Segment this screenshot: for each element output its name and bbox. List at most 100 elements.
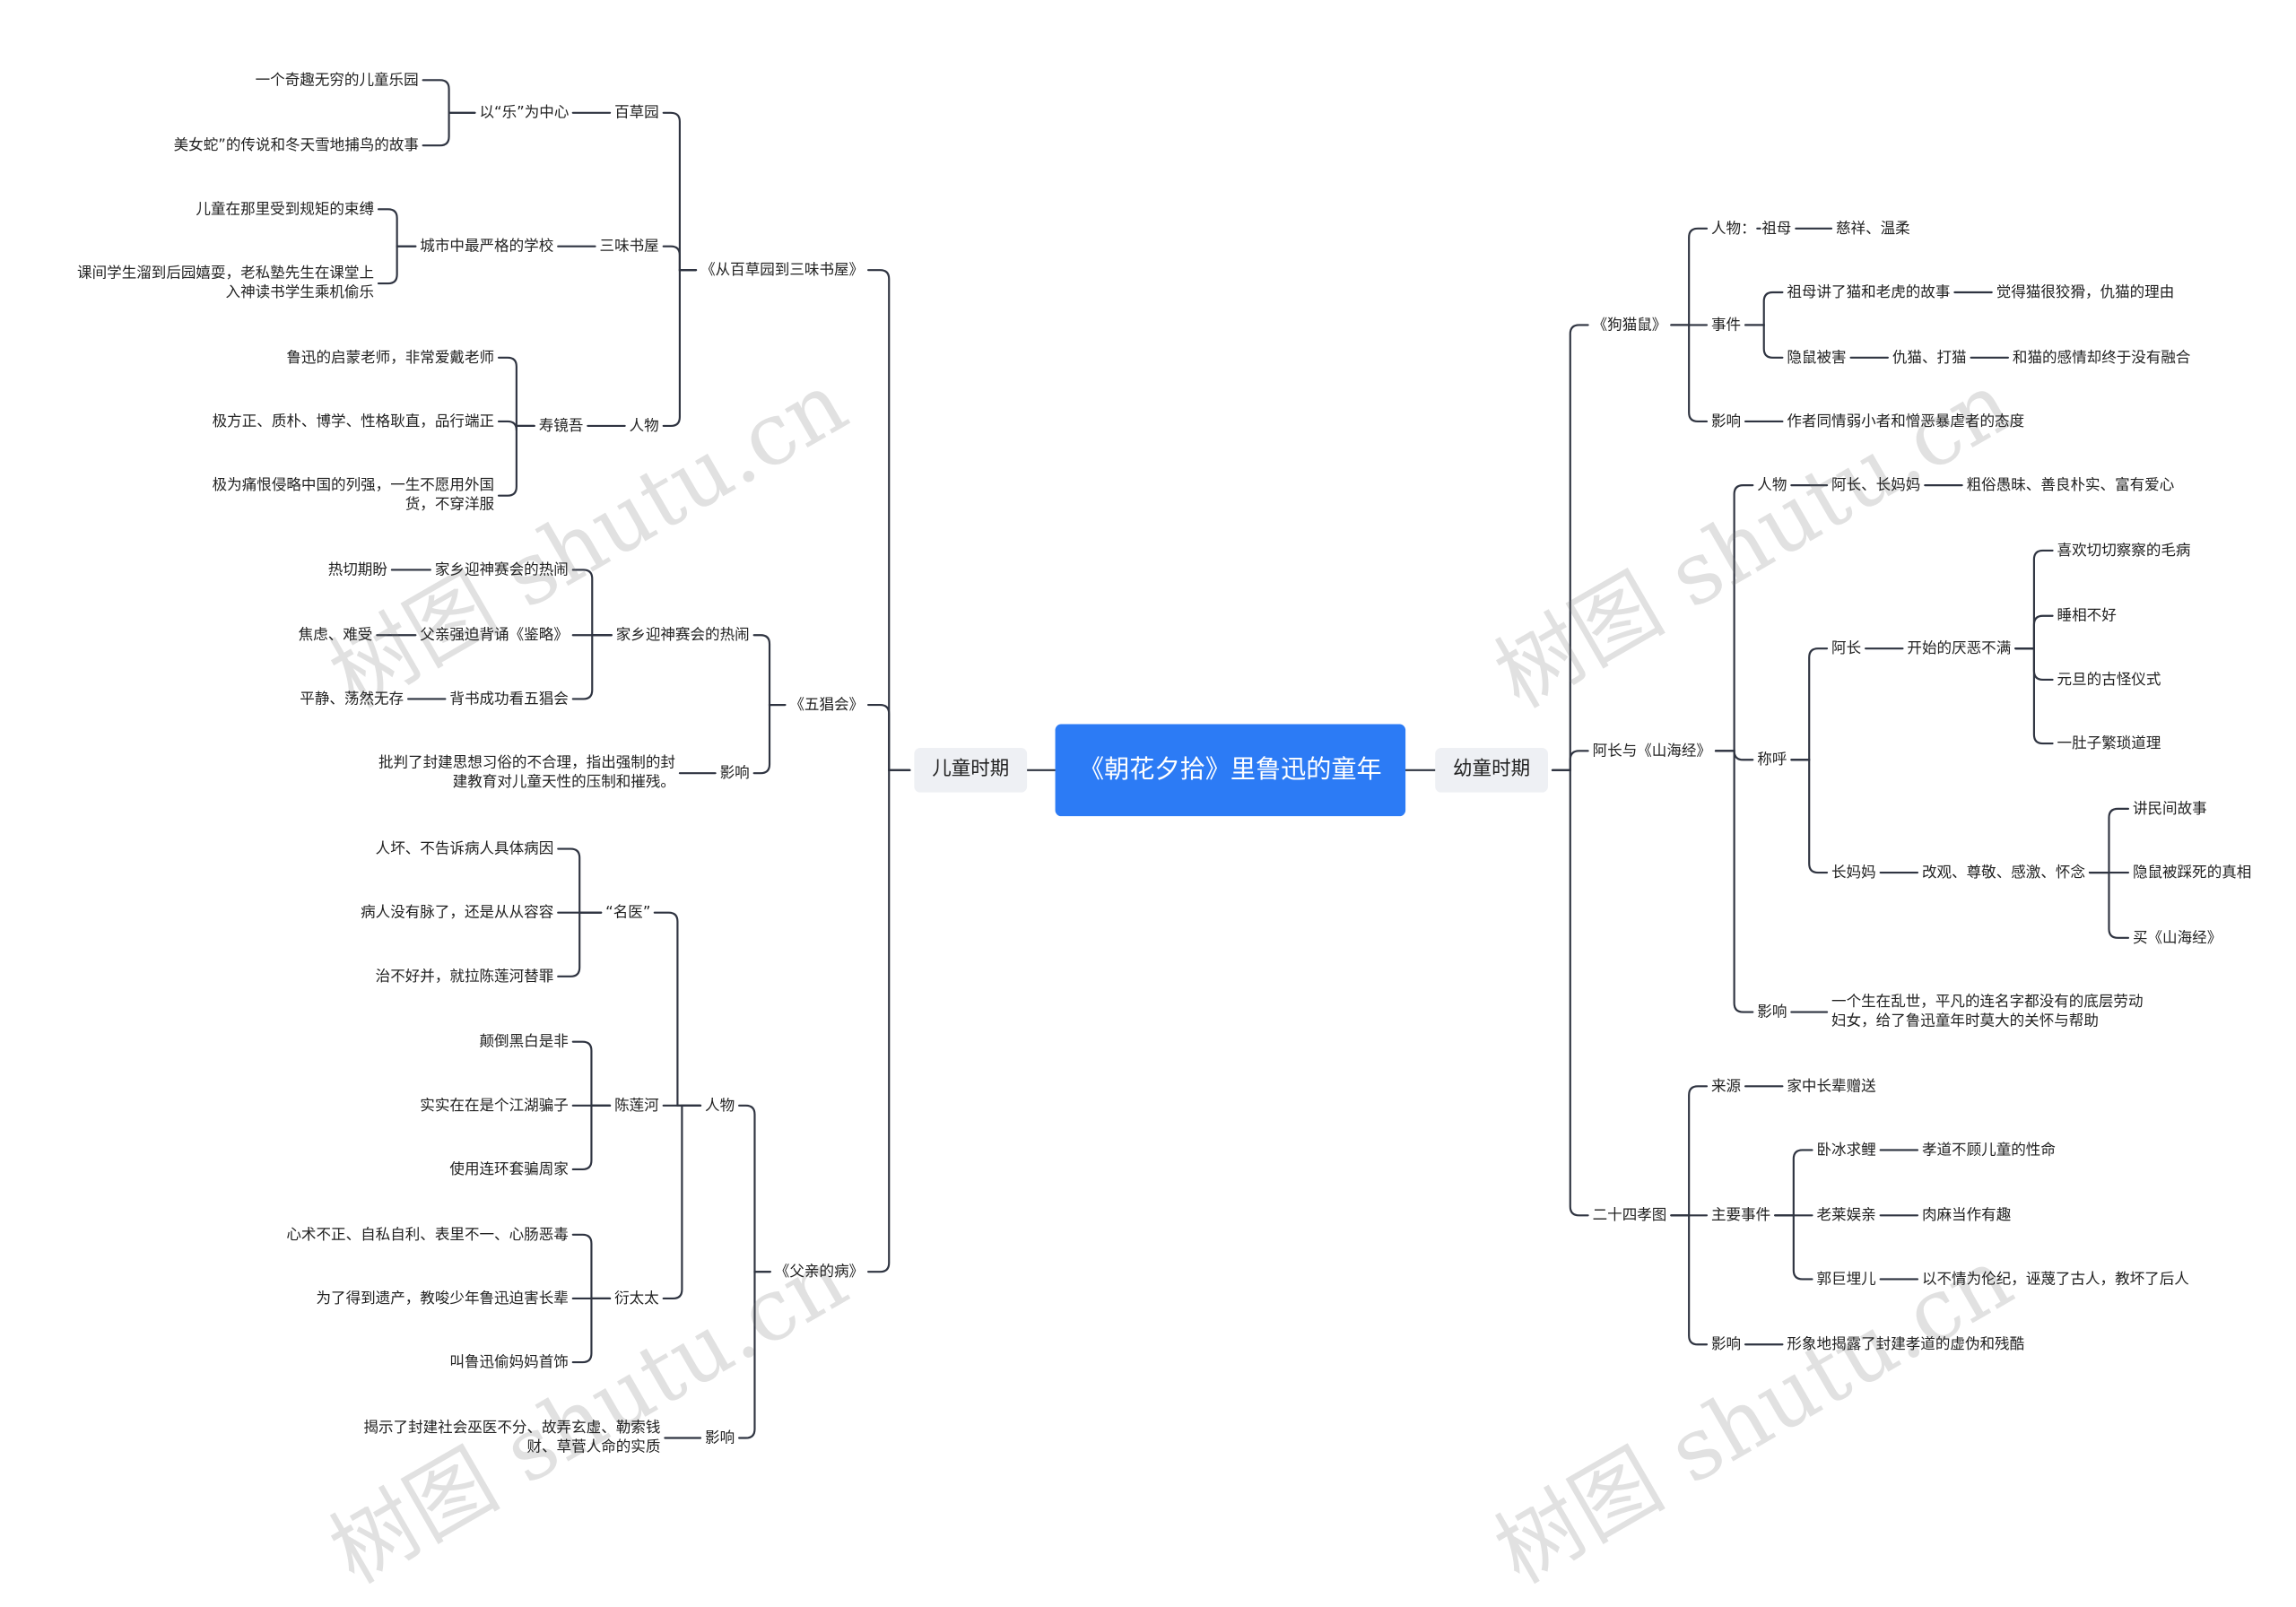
topic-right-es-y[interactable]: 影响 <box>1710 1336 1742 1353</box>
topic-right-es-ly[interactable]: 来源 <box>1710 1078 1742 1095</box>
topic-left-fq-rw[interactable]: 人物 <box>705 1097 735 1114</box>
topic-right-ac-ch-cm-1c[interactable]: 买《山海经》 <box>2132 929 2222 946</box>
connector <box>2088 807 2130 874</box>
topic-right-gm[interactable]: 《狗猫鼠》 <box>1592 317 1667 334</box>
topic-right-ac-ch-ac-1c[interactable]: 元旦的古怪仪式 <box>2057 671 2161 688</box>
topic-left-bc-rw-s-2[interactable]: 极方正、质朴、博学、性格耿直，品行端正 <box>212 413 495 430</box>
topic-left-fq-y-1[interactable]: 揭示了封建社会巫医不分、故弄玄虚、勒索钱财、草菅人命的实质 <box>363 1420 661 1456</box>
connector <box>1670 1214 1709 1346</box>
topic-right-main[interactable]: 幼童时期 <box>1435 748 1548 793</box>
topic-right-gm-sj-2a[interactable]: 仇猫、打猫 <box>1892 349 1967 366</box>
topic-right-gm-sj[interactable]: 事件 <box>1710 317 1742 334</box>
connector <box>1790 759 1829 874</box>
connector <box>1744 324 1784 359</box>
topic-right-gm-rw[interactable]: 人物： <box>1710 220 1756 237</box>
topic-right-ac-ch-ac-1d[interactable]: 一肚子繁琐道理 <box>2057 734 2161 752</box>
topic-left-fq[interactable]: 《父亲的病》 <box>774 1264 865 1281</box>
topic-left-fq-yt-3[interactable]: 叫鲁迅偷妈妈首饰 <box>449 1354 569 1371</box>
topic-right-es-ly-1[interactable]: 家中长辈赠送 <box>1787 1078 1876 1095</box>
topic-right-es[interactable]: 二十四孝图 <box>1592 1207 1667 1224</box>
topic-left-bc-sw-c[interactable]: 城市中最严格的学校 <box>420 238 554 255</box>
topic-left-wc-y-1[interactable]: 批判了封建思想习俗的不合理，指出强制的封建教育对儿童天性的压制和摧残。 <box>378 755 675 792</box>
topic-left-bc[interactable]: 《从百草园到三味书屋》 <box>700 262 865 279</box>
topic-left-bc-rw-s-3[interactable]: 极为痛恨侵略中国的列强，一生不愿用外国货，不穿洋服 <box>212 477 495 514</box>
topic-right-ac[interactable]: 阿长与《山海经》 <box>1592 743 1711 760</box>
topic-left-bc-rw-s-1[interactable]: 鲁迅的启蒙老师，非常爱戴老师 <box>286 349 495 366</box>
connector <box>1714 750 1754 1013</box>
topic-right-ac-ch-cm-1a[interactable]: 讲民间故事 <box>2132 800 2207 817</box>
connector <box>752 703 787 775</box>
topic-right-es-sj-1[interactable]: 卧冰求鲤 <box>1816 1142 1876 1159</box>
topic-left-fq-yt-1[interactable]: 心术不正、自私自利、表里不一、心肠恶毒 <box>286 1226 569 1243</box>
topic-left-fq-ch-3[interactable]: 使用连环套骗周家 <box>449 1160 569 1178</box>
topic-right-ac-rw[interactable]: 人物 <box>1757 477 1787 494</box>
connector <box>752 634 787 707</box>
topic-left-fq-yt[interactable]: 衍太太 <box>614 1290 659 1307</box>
topic-left-fq-ch-1[interactable]: 颠倒黑白是非 <box>479 1033 569 1050</box>
topic-left-wc-r[interactable]: 家乡迎神赛会的热闹 <box>615 627 750 644</box>
topic-left-bc-bcy-c-2[interactable]: 美女蛇”的传说和冬天雪地捕鸟的故事 <box>173 137 419 154</box>
topic-left-fq-my-2[interactable]: 病人没有脉了，还是从从容容 <box>361 904 554 921</box>
connector <box>571 569 613 637</box>
topic-right-ac-ch-ac-1[interactable]: 开始的厌恶不满 <box>1907 640 2012 657</box>
topic-right-gm-rw-1a[interactable]: 慈祥、温柔 <box>1835 220 1910 237</box>
topic-right-gm-sj-1[interactable]: 祖母讲了猫和老虎的故事 <box>1787 283 1951 301</box>
topic-left-fq-my-3[interactable]: 治不好并，就拉陈莲河替罪 <box>375 968 554 985</box>
topic-left-fq-my-1[interactable]: 人坏、不告诉病人具体病因 <box>375 840 554 857</box>
topic-left-wc[interactable]: 《五猖会》 <box>789 696 865 714</box>
topic-left-fq-y[interactable]: 影响 <box>705 1429 735 1446</box>
topic-right-es-y-1[interactable]: 形象地揭露了封建孝道的虚伪和残酷 <box>1787 1336 2025 1353</box>
topic-left-bc-rw-s[interactable]: 寿镜吾 <box>538 417 584 435</box>
connector <box>866 269 911 771</box>
topic-right-gm-rw-1[interactable]: 祖母 <box>1761 220 1792 237</box>
root-topic[interactable]: 《朝花夕拾》里鲁迅的童年 <box>1055 724 1406 817</box>
connector <box>2014 549 2054 650</box>
topic-right-es-sj-3[interactable]: 郭巨埋儿 <box>1816 1271 1876 1288</box>
topic-left-fq-ch-2[interactable]: 实实在在是个江湖骗子 <box>420 1097 569 1114</box>
topic-left-bc-sw-c-1[interactable]: 儿童在那里受到规矩的束缚 <box>196 201 375 218</box>
topic-right-ac-ch-cm[interactable]: 长妈妈 <box>1831 864 1876 882</box>
topic-left-fq-my[interactable]: “名医” <box>605 904 651 921</box>
topic-right-gm-y[interactable]: 影响 <box>1710 413 1742 430</box>
connector <box>866 769 911 1273</box>
topic-right-es-sj[interactable]: 主要事件 <box>1710 1207 1771 1224</box>
topic-right-ac-ch-ac-1a[interactable]: 喜欢切切察察的毛病 <box>2057 542 2191 560</box>
topic-left-bc-sw[interactable]: 三味书屋 <box>599 238 659 255</box>
topic-left-bc-bcy[interactable]: 百草园 <box>614 104 659 121</box>
topic-left-bc-rw[interactable]: 人物 <box>629 417 659 435</box>
topic-left-bc-bcy-c-1[interactable]: 一个奇趣无穷的儿童乐园 <box>255 72 419 89</box>
topic-right-es-sj-2[interactable]: 老莱娱亲 <box>1816 1207 1876 1224</box>
topic-left-bc-bcy-c[interactable]: 以“乐”为中心 <box>479 104 570 121</box>
topic-left-fq-ch[interactable]: 陈莲河 <box>614 1097 659 1114</box>
topic-right-ac-ch-ac-1b[interactable]: 睡相不好 <box>2057 607 2117 624</box>
topic-right-es-sj-2a[interactable]: 肉麻当作有趣 <box>1921 1207 2012 1224</box>
topic-left-wc-r-3a[interactable]: 平静、荡然无存 <box>300 691 404 708</box>
topic-left-bc-sw-c-2[interactable]: 课间学生溜到后园嬉耍，老私塾先生在课堂上入神读书学生乘机偷乐 <box>77 265 375 301</box>
topic-right-ac-ch-cm-1[interactable]: 改观、尊敬、感激、怀念 <box>1921 864 2085 882</box>
topic-left-wc-r-1a[interactable]: 热切期盼 <box>327 561 387 578</box>
topic-right-ac-ch-cm-1b[interactable]: 隐鼠被踩死的真相 <box>2132 864 2252 882</box>
connector <box>377 208 417 248</box>
topic-right-ac-rw-1a[interactable]: 粗俗愚昧、善良朴实、富有爱心 <box>1966 477 2175 494</box>
connector <box>2014 647 2054 745</box>
topic-right-ac-ch-ac[interactable]: 阿长 <box>1831 640 1862 657</box>
topic-right-es-sj-3a[interactable]: 以不情为伦纪，诬蔑了古人，教坏了后人 <box>1921 1271 2189 1288</box>
topic-right-gm-sj-1a[interactable]: 觉得猫很狡猾，仇猫的理由 <box>1996 283 2175 301</box>
topic-left-wc-y[interactable]: 影响 <box>719 765 750 782</box>
topic-left-wc-r-2[interactable]: 父亲强迫背诵《鉴略》 <box>420 627 569 644</box>
topic-left-wc-r-2a[interactable]: 焦虑、难受 <box>298 627 373 644</box>
topic-left-main[interactable]: 儿童时期 <box>914 748 1028 793</box>
topic-left-wc-r-3[interactable]: 背书成功看五猖会 <box>449 691 569 708</box>
topic-right-es-sj-1a[interactable]: 孝道不顾儿童的性命 <box>1921 1142 2056 1159</box>
connector <box>662 245 698 272</box>
topic-right-gm-sj-2[interactable]: 隐鼠被害 <box>1787 349 1847 366</box>
topic-left-wc-r-1[interactable]: 家乡迎神赛会的热闹 <box>434 561 569 578</box>
topic-right-gm-y-1[interactable]: 作者同情弱小者和憎恶暴虐者的态度 <box>1787 413 2025 430</box>
topic-right-ac-y[interactable]: 影响 <box>1757 1003 1787 1021</box>
topic-right-ac-y-1[interactable]: 一个生在乱世，平凡的连名字都没有的底层劳动妇女，给了鲁迅童年时莫大的关怀与帮助 <box>1831 994 2144 1030</box>
topic-right-gm-sj-2b[interactable]: 和猫的感情却终于没有融合 <box>2012 349 2191 366</box>
connector <box>1670 227 1709 326</box>
topic-right-ac-rw-1[interactable]: 阿长、长妈妈 <box>1831 477 1921 494</box>
topic-right-ac-ch[interactable]: 称呼 <box>1757 751 1787 769</box>
topic-left-fq-yt-2[interactable]: 为了得到遗产，教唆少年鲁迅迫害长辈 <box>316 1290 569 1307</box>
